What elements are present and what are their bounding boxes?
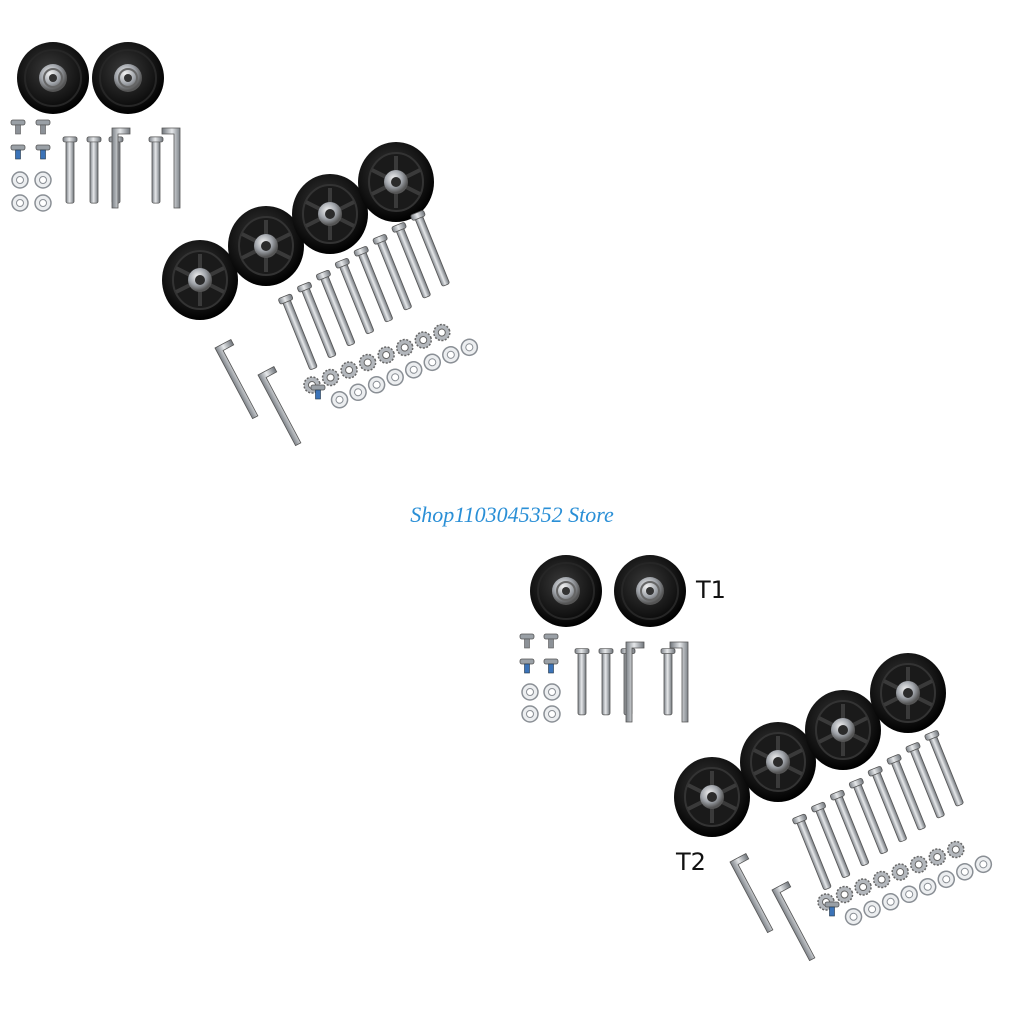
set-t2-top bbox=[160, 140, 481, 447]
label-t1: T1 bbox=[696, 576, 726, 604]
store-watermark: Shop1103045352 Store bbox=[410, 502, 614, 527]
set-t2-bottom bbox=[672, 651, 995, 962]
label-t2: T2 bbox=[676, 848, 706, 876]
set-t1-top bbox=[10, 41, 181, 212]
set-t1-bottom bbox=[519, 554, 689, 723]
